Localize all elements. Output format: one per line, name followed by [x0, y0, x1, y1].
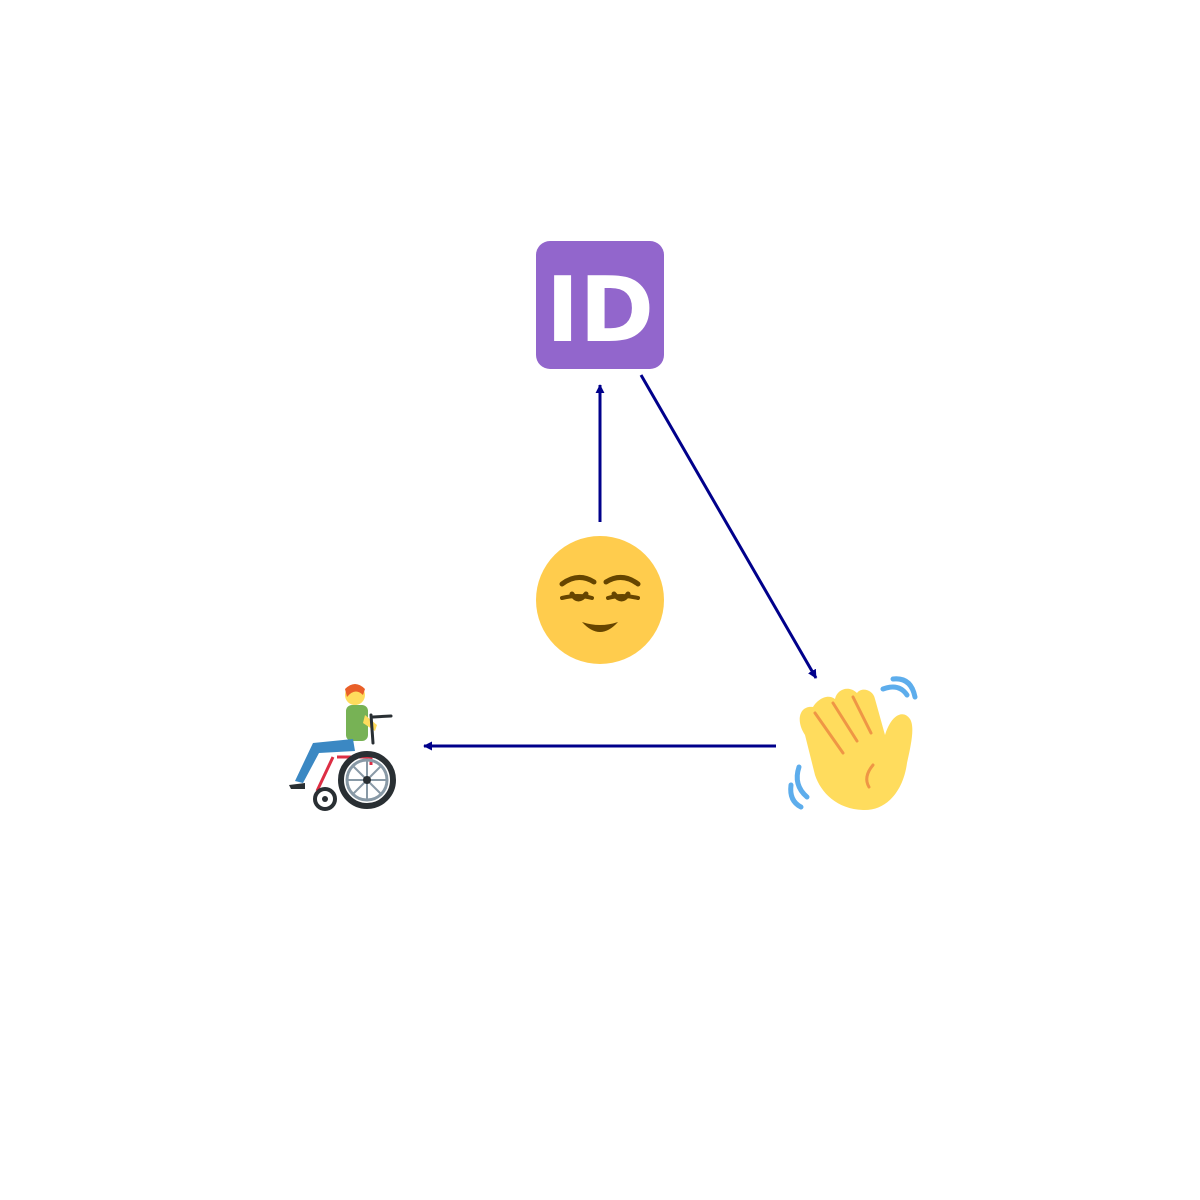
node-waving-hand — [788, 676, 918, 811]
node-relieved-face — [536, 536, 664, 664]
id-button-label: ID — [546, 258, 654, 363]
waving-hand-icon — [788, 676, 918, 811]
person-in-wheelchair-icon — [289, 684, 396, 811]
id-button-icon — [536, 241, 664, 369]
edge-id-button-to-waving-hand — [639, 374, 818, 679]
node-person-in-wheelchair — [289, 684, 396, 811]
edges — [423, 374, 818, 751]
relieved-face-icon — [536, 536, 664, 664]
node-id-button: ID — [536, 241, 664, 369]
